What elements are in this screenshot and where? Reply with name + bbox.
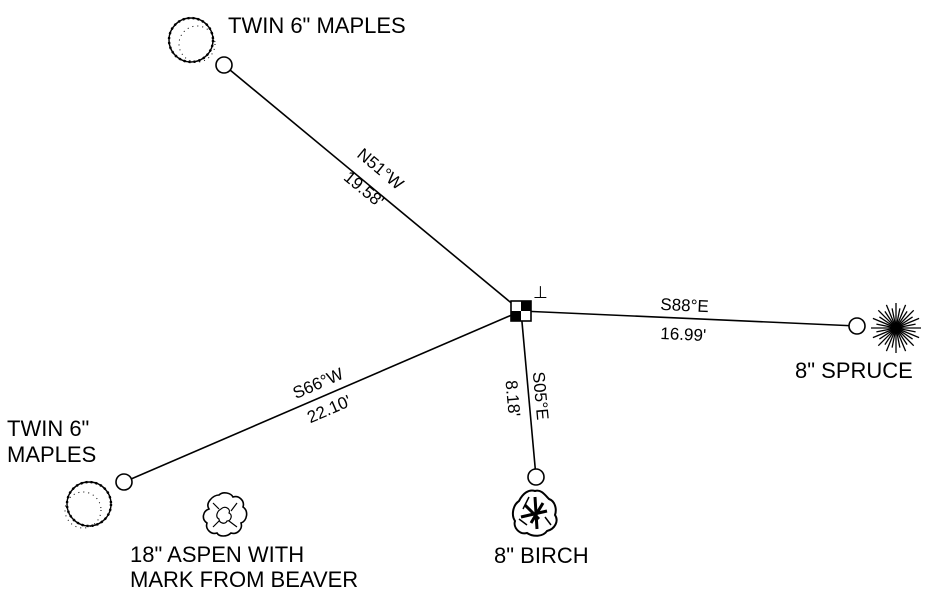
line-ene	[520, 310, 858, 327]
bearing-s: S05°E	[529, 371, 552, 421]
label-twin-maples-nw: TWIN 6" MAPLES	[228, 13, 406, 38]
station-point-wsw	[115, 473, 133, 491]
spruce-ray	[895, 309, 915, 329]
label-aspen-line2: MARK FROM BEAVER	[130, 567, 358, 591]
station-point-ene	[848, 317, 866, 335]
spruce-ray	[895, 327, 907, 352]
spruce-ray	[895, 317, 920, 329]
spruce-ray	[877, 309, 897, 329]
spruce-ray	[891, 308, 897, 329]
corner-mark: ⊥	[533, 283, 548, 302]
spruce-ray	[876, 323, 897, 329]
spruce-ray	[895, 327, 916, 333]
spruce-ray	[872, 317, 897, 329]
line-s	[520, 310, 537, 478]
spruce-icon	[871, 303, 921, 353]
station-point-s	[527, 468, 545, 486]
spruce-ray	[895, 323, 916, 329]
bearing-ene: S88°E	[660, 295, 709, 316]
spruce-ray	[876, 327, 897, 333]
birch-icon	[511, 489, 558, 537]
aspen-icon	[202, 492, 248, 537]
maple-icon	[64, 480, 113, 529]
line-nw	[223, 64, 522, 312]
spruce-ray	[895, 327, 920, 339]
spruce-ray	[895, 327, 915, 347]
station-point-nw	[215, 56, 233, 74]
spruce-ray	[895, 327, 901, 348]
label-birch: 8" BIRCH	[494, 543, 589, 568]
spruce-ray	[895, 308, 901, 329]
label-aspen-line1: 18" ASPEN WITH	[130, 542, 304, 567]
label-spruce: 8" SPRUCE	[795, 358, 913, 383]
spruce-ray	[895, 304, 907, 329]
spruce-ray	[885, 304, 897, 329]
line-wsw	[123, 310, 522, 483]
spruce-ray	[877, 327, 897, 347]
corner-monument-icon	[510, 300, 532, 322]
distance-s: 8.18'	[501, 379, 523, 417]
spruce-ray	[885, 327, 897, 352]
distance-wsw: 22.10'	[304, 391, 354, 427]
distance-ene: 16.99'	[660, 324, 707, 345]
label-twin-maples-sw-line1: TWIN 6"	[7, 416, 89, 441]
spruce-ray	[891, 327, 897, 348]
spruce-ray	[872, 327, 897, 339]
label-twin-maples-sw-line2: MAPLES	[7, 442, 96, 467]
maple-icon	[167, 16, 216, 64]
